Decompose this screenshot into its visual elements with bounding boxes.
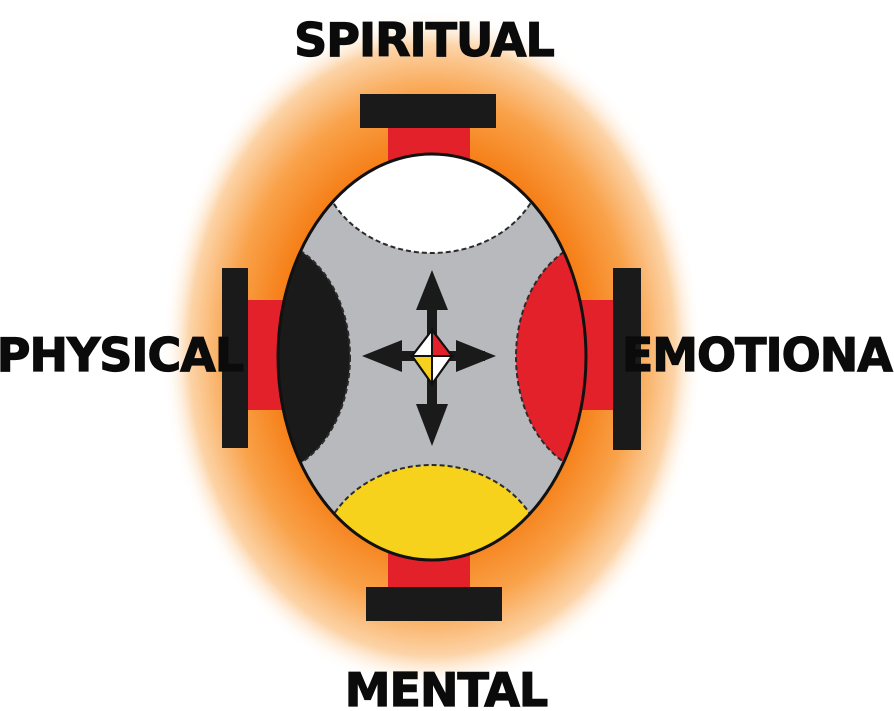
label-spiritual: SPIRITUAL bbox=[294, 13, 554, 67]
label-physical: PHYSICAL bbox=[0, 328, 244, 382]
label-mental: MENTAL bbox=[345, 663, 548, 711]
label-emotional: EMOTIONAL bbox=[622, 328, 894, 382]
